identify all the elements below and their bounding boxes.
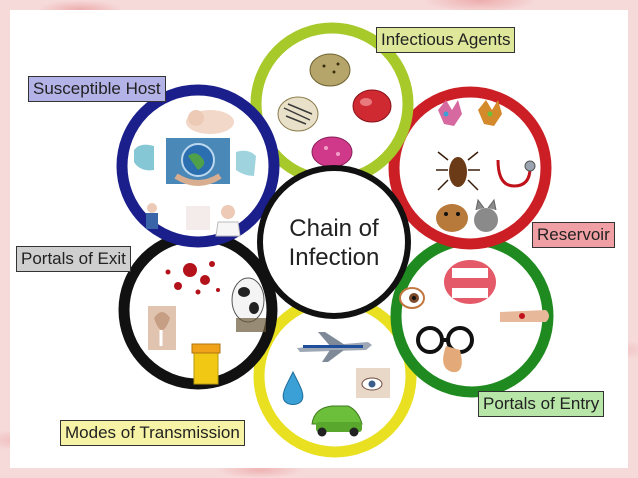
urine-sample-icon [191,343,221,385]
label-portals-of-exit: Portals of Exit [16,246,131,272]
baby-icon [186,110,234,134]
cut-finger-icon [500,310,549,322]
nurse-icon [186,205,241,237]
nose-drip-icon [148,306,176,350]
center-circle [257,165,411,319]
ring-reservoir [388,86,552,250]
petri-dish-icon [309,53,351,87]
dirty-hands-icon [438,100,502,126]
center-title: Chain of Infection [270,214,398,272]
face-mask-icon [134,144,256,176]
eye-drop-icon [356,368,390,398]
ring-infectious-agents [250,22,414,186]
earth-hands-icon [166,138,230,186]
label-infectious-agents: Infectious Agents [376,27,516,53]
ring-portals-of-entry [390,234,554,398]
label-reservoir: Reservoir [532,222,615,248]
nose-glasses-icon [416,326,474,373]
ring-portals-of-exit [118,230,278,390]
eye-icon [399,287,425,309]
stethoscope-icon [496,159,536,188]
airplane-icon [297,332,372,362]
ring-susceptible-host [116,84,280,248]
dog-cat-icon [436,198,498,232]
red-culture-icon [352,89,392,123]
cockroach-icon [436,151,480,191]
center-title-line1: Chain of [289,215,379,242]
doctor-icon [146,203,158,229]
mouth-teeth-icon [444,260,496,304]
center-ring [257,165,411,319]
bacteria-culture-icon [277,96,319,132]
ring-modes-of-transmission [253,294,417,458]
ring-circle-reservoir [388,86,552,250]
droplet-icon [282,370,304,405]
blood-splatter-icon [165,261,220,295]
label-modes-of-transmission: Modes of Transmission [60,420,245,446]
center-title-line2: Infection [288,244,380,271]
cow-icon [231,277,266,332]
pink-culture-icon [311,136,353,168]
car-icon [311,405,363,437]
label-portals-of-entry: Portals of Entry [478,391,605,417]
label-susceptible-host: Susceptible Host [28,76,166,102]
